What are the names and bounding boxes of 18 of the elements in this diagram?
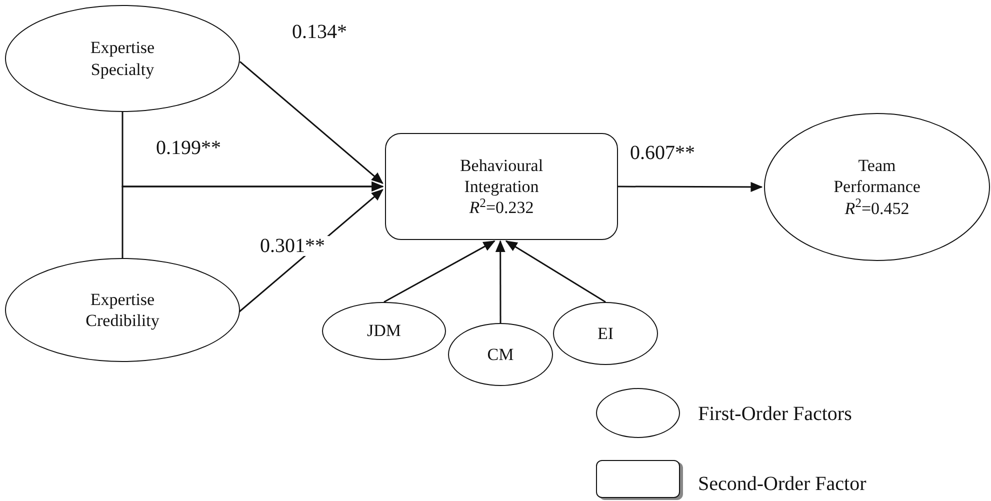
node-text: JDM [366,320,402,342]
node-text: R$^{2}$=0.232 [469,197,534,218]
arrow [618,182,763,192]
node-text: Expertise Specialty [89,37,156,80]
arrow [122,182,384,258]
legend-label: Second-Order Factor [698,472,866,497]
arrow [240,61,384,184]
legend-label: First-Order Factors [698,402,852,427]
arrow [384,240,496,303]
node-text: CM [486,344,515,366]
node-text: Expertise Credibility [84,288,160,332]
arrow [505,240,606,303]
factor-box [385,133,618,240]
node-text: Team Performance [832,155,922,198]
node-text: R$^{2}$=0.452 [844,198,910,219]
node-text: Behavioural Integration [458,154,544,198]
arrow [495,240,506,323]
node-text: EI [596,322,615,344]
